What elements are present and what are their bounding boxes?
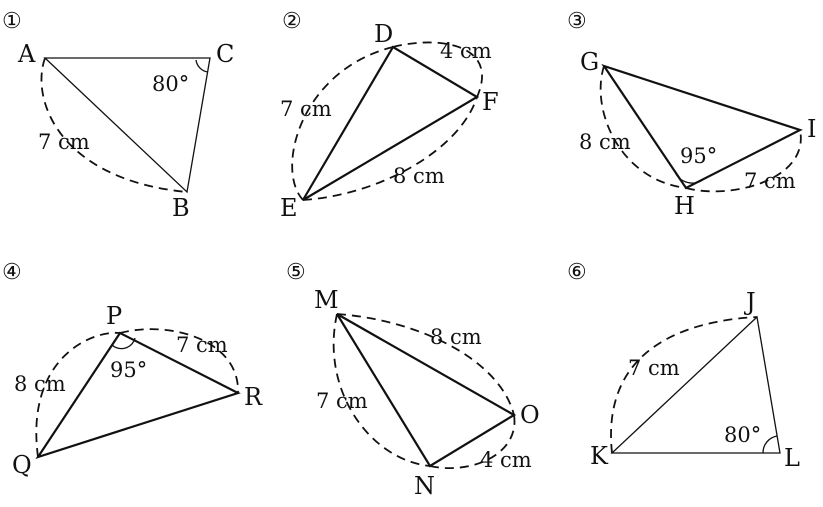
vertex-m-label: M: [314, 286, 339, 314]
angle-h-size: 95°: [680, 144, 717, 168]
side-ab-length: 7 cm: [38, 130, 90, 154]
figure-3: ③ G H I 8 cm 95° 7 cm: [567, 9, 816, 220]
side-pr-measure-arc: [119, 328, 239, 394]
side-ab-measure-arc: [40, 57, 188, 193]
figure-5-number: ⑤: [286, 260, 306, 285]
side-no-length: 4 cm: [480, 448, 532, 472]
vertex-g-label: G: [580, 48, 599, 76]
vertex-o-label: O: [520, 401, 540, 429]
angle-l-arc: [762, 435, 778, 454]
figure-6-number: ⑥: [567, 260, 587, 285]
angle-h-arc: [674, 171, 705, 184]
angle-c-size: 80°: [152, 72, 189, 96]
side-de-measure-arc: [291, 46, 394, 201]
vertex-c-label: C: [216, 40, 234, 68]
figure-4: ④ P Q R 7 cm 8 cm 95°: [2, 260, 263, 479]
vertex-l-label: L: [784, 444, 800, 472]
figure-1: ① A B C 7 cm 80°: [2, 9, 234, 222]
figure-2: ② D E F 4 cm 7 cm 8 cm: [280, 9, 499, 222]
triangle-abc: [43, 57, 211, 194]
side-df-measure-arc: [392, 41, 483, 98]
side-pq-measure-arc: [35, 331, 121, 458]
vertex-r-label: R: [244, 383, 263, 411]
angle-p-size: 95°: [110, 358, 147, 382]
figure-6: ⑥ J K L 7 cm 80°: [567, 260, 800, 472]
figure-4-number: ④: [2, 260, 22, 285]
vertex-k-label: K: [590, 442, 609, 470]
side-hi-length: 7 cm: [744, 169, 796, 193]
triangle-mno: [336, 313, 517, 468]
vertex-q-label: Q: [12, 451, 32, 479]
side-gh-length: 8 cm: [579, 130, 631, 154]
vertex-i-label: I: [807, 115, 816, 143]
side-jk-length: 7 cm: [628, 356, 680, 380]
vertex-h-label: H: [674, 192, 695, 220]
side-pr-length: 7 cm: [176, 333, 228, 357]
vertex-b-label: B: [172, 194, 190, 222]
side-no-measure-arc: [429, 414, 516, 470]
vertex-p-label: P: [106, 302, 122, 330]
side-mn-length: 7 cm: [316, 389, 368, 413]
angle-p-arc: [111, 337, 136, 350]
vertex-d-label: D: [374, 20, 393, 48]
side-mn-measure-arc: [332, 313, 431, 467]
side-mo-length: 8 cm: [430, 325, 482, 349]
triangle-jkl: [610, 315, 781, 454]
vertex-a-label: A: [17, 40, 36, 68]
side-hi-measure-arc: [685, 129, 802, 193]
side-pq-length: 8 cm: [14, 372, 66, 396]
angle-c-arc: [195, 59, 209, 73]
side-de-length: 7 cm: [280, 97, 332, 121]
vertex-n-label: N: [414, 472, 435, 500]
side-mo-measure-arc: [336, 313, 515, 416]
side-jk-measure-arc: [610, 316, 758, 454]
figure-3-number: ③: [567, 9, 587, 34]
triangle-pqr: [35, 331, 241, 460]
vertex-f-label: F: [482, 88, 499, 116]
side-gh-measure-arc: [599, 65, 687, 189]
triangle-ghi: [601, 63, 803, 190]
vertex-e-label: E: [280, 194, 298, 222]
figure-2-number: ②: [282, 9, 302, 34]
triangle-def: [302, 45, 480, 201]
side-df-length: 4 cm: [440, 39, 492, 63]
figure-1-number: ①: [2, 9, 22, 34]
side-ef-length: 8 cm: [393, 164, 445, 188]
figure-5: ⑤ M N O 8 cm 7 cm 4 cm: [286, 260, 540, 500]
angle-l-size: 80°: [724, 423, 761, 447]
vertex-j-label: J: [743, 288, 756, 316]
